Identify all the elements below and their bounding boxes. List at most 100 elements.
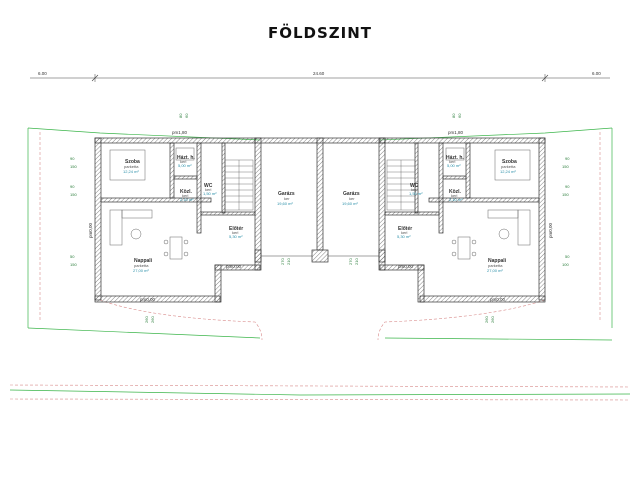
room-nappali-left: Nappali parketta 27,00 m² <box>133 258 153 273</box>
svg-text:pm0,00: pm0,00 <box>398 264 414 269</box>
svg-text:60: 60 <box>457 113 462 118</box>
left-stairs <box>224 159 254 211</box>
svg-text:260: 260 <box>490 316 495 323</box>
svg-text:pm0,00: pm0,00 <box>226 264 242 269</box>
svg-text:kerl: kerl <box>205 187 212 192</box>
svg-text:1,50 m²: 1,50 m² <box>203 191 217 196</box>
property-lines <box>9 132 631 401</box>
svg-text:pm1,80: pm1,80 <box>172 130 188 135</box>
svg-text:ker: ker <box>284 196 290 201</box>
svg-text:ker: ker <box>349 196 355 201</box>
svg-text:Szoba: Szoba <box>502 159 517 165</box>
svg-text:WC: WC <box>410 183 419 189</box>
svg-text:kerl: kerl <box>449 159 456 164</box>
room-eloter-right: Előtér kerl 5,30 m² <box>397 226 412 239</box>
window-dimensions: 90 150 90 150 50 150 90 150 90 150 50 10… <box>70 113 570 323</box>
svg-text:150: 150 <box>70 164 77 169</box>
svg-text:260: 260 <box>150 316 155 323</box>
room-eloter-left: Előtér kerl 5,30 m² <box>229 226 243 239</box>
svg-text:90: 90 <box>70 184 75 189</box>
svg-text:210: 210 <box>286 258 291 265</box>
svg-text:80: 80 <box>178 113 183 118</box>
svg-text:5,00 m²: 5,00 m² <box>447 163 461 168</box>
svg-text:60: 60 <box>184 113 189 118</box>
svg-text:90: 90 <box>565 184 570 189</box>
svg-text:27,00 m²: 27,00 m² <box>487 268 503 273</box>
svg-text:150: 150 <box>70 192 77 197</box>
svg-text:Házt. h.: Házt. h. <box>446 155 464 161</box>
svg-text:kerl: kerl <box>182 193 189 198</box>
svg-text:260: 260 <box>484 316 489 323</box>
svg-text:WC: WC <box>204 183 213 189</box>
room-garazs-right: Garázs ker 19,60 m² <box>342 191 360 206</box>
level-markers: pm1,80 pm1,80 pm0,00 pm0,00 pm0,00 pm0,0… <box>88 130 553 302</box>
svg-text:5,30 m²: 5,30 m² <box>229 234 243 239</box>
svg-text:Garázs: Garázs <box>343 191 360 197</box>
svg-text:kerl: kerl <box>451 193 458 198</box>
room-garazs-left: Garázs ker 19,60 m² <box>277 191 295 206</box>
svg-text:Előtér: Előtér <box>398 226 412 232</box>
room-haztt-right: Házt. h. kerl 5,00 m² <box>446 155 464 168</box>
svg-text:270: 270 <box>348 258 353 265</box>
svg-text:5,30 m²: 5,30 m² <box>397 234 411 239</box>
svg-text:Házt. h.: Házt. h. <box>177 155 195 161</box>
room-kozl-right: Közl. kerl 2,10 m² <box>449 189 463 202</box>
svg-text:50: 50 <box>70 254 75 259</box>
right-stairs <box>386 159 416 211</box>
dim-left-text: 6.00 <box>38 71 47 76</box>
svg-text:150: 150 <box>562 164 569 169</box>
svg-text:pm0,00: pm0,00 <box>490 297 506 302</box>
svg-text:Közl.: Közl. <box>180 189 193 195</box>
left-furniture <box>109 147 195 260</box>
svg-text:90: 90 <box>565 156 570 161</box>
svg-text:270: 270 <box>280 258 285 265</box>
svg-text:5,00 m²: 5,00 m² <box>178 163 192 168</box>
svg-text:kerl: kerl <box>401 230 408 235</box>
svg-text:Közl.: Közl. <box>449 189 462 195</box>
lawn-boundary <box>9 127 631 396</box>
svg-text:pm0,00: pm0,00 <box>548 222 553 238</box>
svg-text:50: 50 <box>565 254 570 259</box>
svg-text:pm0,00: pm0,00 <box>88 222 93 238</box>
svg-text:260: 260 <box>144 316 149 323</box>
svg-text:kerl: kerl <box>411 187 418 192</box>
room-haztt-left: Házt. h. kerl 5,00 m² <box>177 155 195 168</box>
svg-text:2,10 m²: 2,10 m² <box>180 197 194 202</box>
svg-text:parketta: parketta <box>488 263 503 268</box>
svg-text:90: 90 <box>70 156 75 161</box>
svg-text:kerl: kerl <box>180 159 187 164</box>
dim-mid-text: 24.60 <box>313 71 325 76</box>
svg-text:parketta: parketta <box>134 263 149 268</box>
svg-text:parketta: parketta <box>501 164 516 169</box>
svg-text:80: 80 <box>451 113 456 118</box>
svg-text:kerl: kerl <box>232 230 239 235</box>
svg-text:pm1,80: pm1,80 <box>448 130 464 135</box>
room-wc-right: WC kerl 1,50 m² <box>409 183 423 196</box>
room-nappali-right: Nappali parketta 27,00 m² <box>487 258 507 273</box>
room-kozl-left: Közl. kerl 2,10 m² <box>180 189 194 202</box>
dim-right-text: 6.00 <box>592 71 601 76</box>
svg-text:Nappali: Nappali <box>488 258 507 264</box>
svg-text:parketta: parketta <box>124 164 139 169</box>
svg-text:pm0,00: pm0,00 <box>140 297 156 302</box>
svg-text:150: 150 <box>70 262 77 267</box>
overall-dimension-line: 6.00 24.60 6.00 <box>30 71 610 82</box>
svg-text:1,50 m²: 1,50 m² <box>409 191 423 196</box>
svg-text:100: 100 <box>562 262 569 267</box>
right-unit-walls <box>378 137 546 303</box>
svg-text:Nappali: Nappali <box>134 258 153 264</box>
right-furniture <box>445 147 531 260</box>
svg-text:12,24 m²: 12,24 m² <box>123 169 139 174</box>
svg-text:12,24 m²: 12,24 m² <box>500 169 516 174</box>
svg-text:Garázs: Garázs <box>278 191 295 197</box>
svg-text:19,60 m²: 19,60 m² <box>342 201 358 206</box>
svg-text:27,00 m²: 27,00 m² <box>133 268 149 273</box>
svg-text:150: 150 <box>562 192 569 197</box>
svg-text:Előtér: Előtér <box>229 226 243 232</box>
svg-text:210: 210 <box>354 258 359 265</box>
svg-text:2,10 m²: 2,10 m² <box>449 197 463 202</box>
room-szoba-left: Szoba parketta 12,24 m² <box>123 159 140 174</box>
svg-text:Szoba: Szoba <box>125 159 140 165</box>
garage-walls <box>254 137 386 263</box>
